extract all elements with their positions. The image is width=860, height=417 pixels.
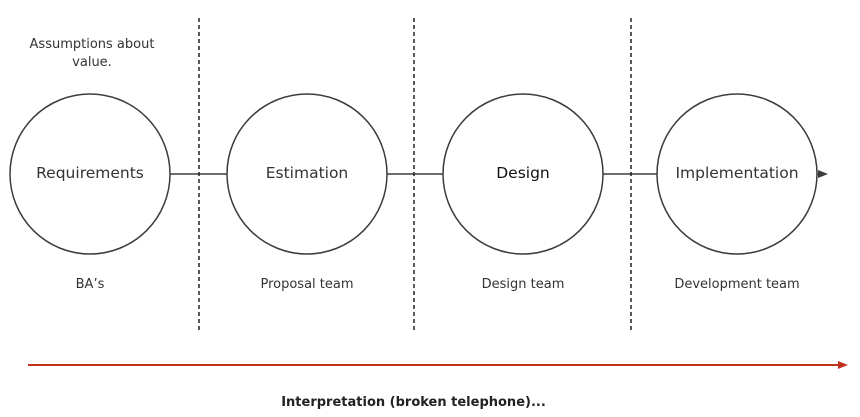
stage-circle-estimation [226,93,388,255]
stage-label-implementation: Implementation [675,164,799,182]
stage-circle-requirements [9,93,171,255]
stage-label-requirements: Requirements [36,164,144,182]
interpretation-arrowhead [838,361,848,369]
assumptions-note-line2: value. [72,55,112,70]
stage-label-design: Design [496,164,550,182]
team-label-estimation: Proposal team [260,277,354,292]
flow-arrowhead [818,170,828,178]
team-label-design: Design team [481,277,565,292]
stage-circle-design [442,93,604,255]
interpretation-label: Interpretation (broken telephone)... [281,395,546,410]
stage-circle-implementation [656,93,818,255]
assumptions-note: Assumptions about value. [22,36,162,72]
assumptions-note-line1: Assumptions about [29,37,155,52]
team-label-requirements: BA’s [75,277,105,292]
team-label-implementation: Development team [674,277,800,292]
stage-label-estimation: Estimation [265,164,349,182]
